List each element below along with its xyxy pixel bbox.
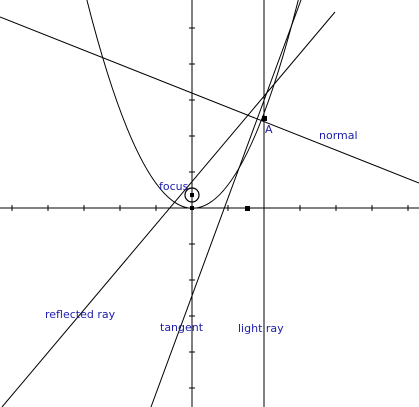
origin-point xyxy=(190,206,194,210)
reflected-ray-label: reflected ray xyxy=(45,308,116,321)
normal-label: normal xyxy=(319,129,358,142)
focus-label: focus xyxy=(159,180,189,193)
point-a-label: A xyxy=(265,123,273,136)
tangent-label: tangent xyxy=(160,321,204,334)
focus-point xyxy=(190,193,194,197)
focus-ring xyxy=(184,187,200,203)
parabola-curve xyxy=(86,0,299,209)
reflected-ray-line xyxy=(1,11,336,407)
point-a xyxy=(262,116,267,121)
tangent-line xyxy=(150,0,302,407)
y-axis-ticks xyxy=(189,27,195,389)
normal-line xyxy=(0,16,419,184)
x-axis-point xyxy=(245,206,250,211)
x-axis-ticks xyxy=(11,205,409,211)
light-ray-label: light ray xyxy=(238,322,284,335)
